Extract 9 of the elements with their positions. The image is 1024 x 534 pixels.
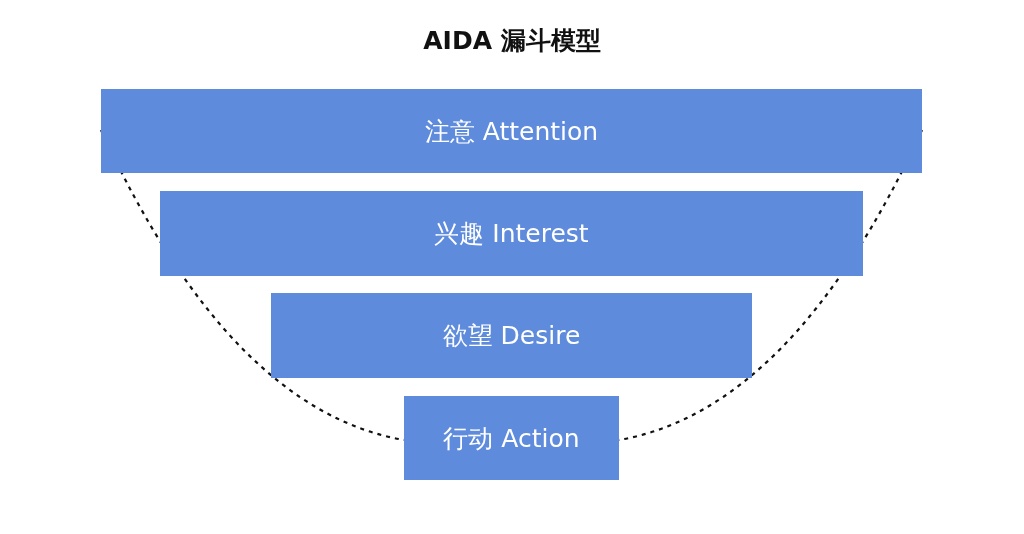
funnel-stage-bar [160,191,863,276]
funnel-stage-bar [404,396,619,480]
stage-label: 行动 Action [443,422,580,455]
stage-label: 注意 Attention [424,115,599,148]
stage-label: 欲望 Desire [442,320,581,352]
funnel-stage-bar [271,293,752,378]
diagram-title: AIDA 漏斗模型 [423,25,601,57]
funnel-stage-bar [101,89,922,173]
stage-label: 兴趣 Interest [434,218,589,250]
